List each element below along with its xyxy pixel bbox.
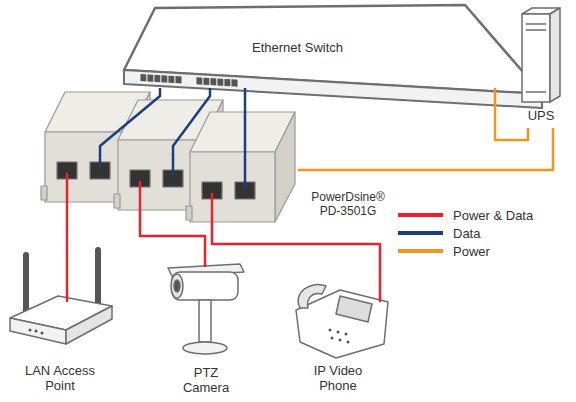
ap-drawing — [66, 306, 112, 344]
phone-drawing — [347, 341, 350, 344]
camera-drawing — [199, 300, 211, 342]
device-box: PTZ Camera — [160, 255, 252, 400]
switch-drawing — [217, 78, 224, 86]
phone-drawing — [329, 329, 332, 332]
ap-drawing — [10, 318, 66, 344]
phone-drawing — [345, 333, 348, 336]
ap-drawing — [95, 250, 101, 306]
node-label: Ethernet Switch — [252, 40, 343, 56]
switch-drawing — [224, 78, 231, 86]
switch-drawing — [147, 74, 154, 82]
camera-drawing — [183, 342, 227, 354]
camera-drawing — [168, 264, 244, 354]
ups-drawing — [526, 23, 546, 25]
cable-line — [298, 128, 553, 170]
cable-line — [66, 224, 69, 246]
switch-drawing — [196, 77, 203, 85]
ap-drawing — [41, 332, 44, 335]
ap-drawing — [23, 255, 29, 314]
cable-drawing — [172, 160, 175, 174]
legend-swatch — [398, 213, 443, 217]
injector-drawing — [45, 132, 130, 202]
cable-drawing — [204, 255, 207, 266]
cable-drawing — [66, 174, 69, 224]
phone-drawing — [337, 331, 340, 334]
phone-drawing — [336, 296, 372, 322]
camera-drawing — [171, 274, 183, 298]
legend-label: Power — [453, 244, 490, 259]
ap-drawing — [35, 330, 38, 333]
switch-box: Ethernet Switch — [120, 4, 510, 88]
camera-drawing — [174, 280, 180, 292]
legend-swatch — [398, 231, 443, 235]
legend-row: Data — [398, 224, 533, 242]
switch-drawing — [168, 75, 175, 83]
cable-drawing — [99, 160, 102, 166]
switch-drawing — [231, 79, 238, 87]
switch-drawing — [140, 74, 238, 88]
switch-drawing — [161, 75, 168, 83]
cable-line — [495, 88, 528, 140]
cable-line — [140, 224, 205, 255]
phone-drawing — [296, 284, 388, 358]
switch-drawing — [175, 76, 182, 84]
injector-drawing — [41, 186, 47, 200]
injector-drawing — [41, 92, 295, 222]
ups-drawing — [526, 29, 546, 31]
phone-drawing — [296, 290, 388, 358]
ap-drawing — [29, 329, 32, 332]
switch-drawing — [124, 5, 542, 108]
injector-drawing — [190, 152, 275, 222]
phone-drawing — [298, 284, 326, 308]
ups-drawing — [526, 91, 546, 93]
phone-drawing — [339, 339, 342, 342]
node-label: PTZ Camera — [179, 365, 233, 396]
device-box: IP Video Phone — [282, 272, 394, 398]
cable-drawing — [244, 160, 247, 186]
switch-drawing — [210, 78, 217, 86]
switch-drawing — [203, 77, 210, 85]
camera-drawing — [172, 272, 238, 300]
legend-row: Power & Data — [398, 206, 533, 224]
ups-box: UPS — [515, 4, 567, 128]
node-label: LAN Access Point — [21, 363, 99, 394]
device-box: LAN Access Point — [2, 246, 118, 398]
cable-drawing — [66, 246, 69, 301]
node-label: IP Video Phone — [306, 363, 370, 394]
cable-line — [244, 88, 247, 160]
injector-drawing — [186, 206, 192, 220]
cable-drawing — [379, 272, 382, 301]
legend-label: Power & Data — [453, 208, 533, 223]
injector-drawing — [275, 112, 295, 222]
legend-label: Data — [453, 226, 480, 241]
cable-line — [173, 88, 210, 160]
injector-drawing — [114, 194, 120, 208]
legend-row: Power — [398, 242, 533, 260]
ups-drawing — [550, 8, 560, 102]
cable-line — [212, 224, 380, 272]
cable-drawing — [67, 160, 380, 301]
legend-swatch — [398, 249, 443, 253]
ups-drawing — [522, 8, 560, 102]
cable-drawing — [139, 182, 142, 224]
ap-drawing — [10, 250, 112, 344]
injector-group: PowerDsine® PD-3501G — [40, 160, 298, 224]
legend: Power & DataDataPower — [398, 206, 533, 260]
cable-line — [100, 88, 160, 160]
ups-drawing — [522, 14, 550, 102]
node-label: PowerDsine® PD-3501G — [302, 190, 394, 219]
node-label: UPS — [528, 108, 555, 124]
cable-drawing — [211, 194, 214, 224]
phone-drawing — [331, 337, 334, 340]
switch-drawing — [154, 74, 161, 82]
switch-drawing — [140, 74, 147, 82]
